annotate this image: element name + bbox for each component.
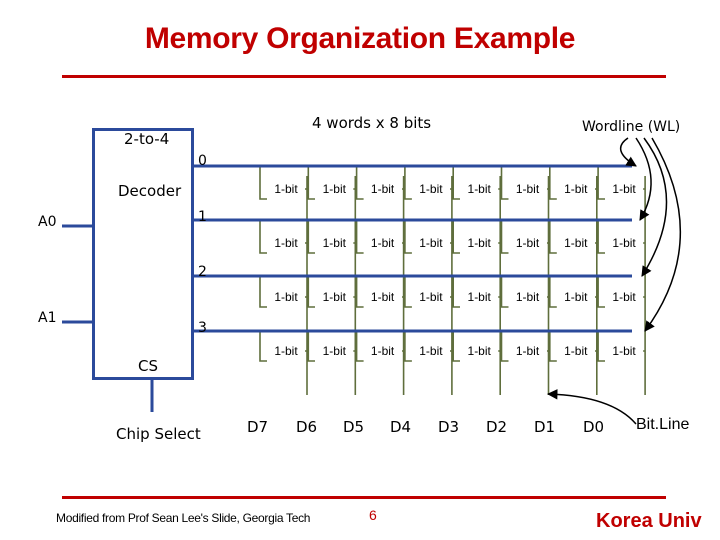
chip-select-input: CS <box>138 357 158 375</box>
title-underline <box>62 75 666 78</box>
cell-connector <box>549 331 597 362</box>
memory-cell: 1-bit <box>363 178 402 200</box>
cell-connector <box>549 166 597 200</box>
cell-connector <box>452 331 501 362</box>
cell-connector <box>307 276 356 308</box>
cell-connector <box>307 220 356 254</box>
decoder-block <box>92 128 194 380</box>
cell-connector <box>549 276 597 308</box>
memory-cell: 1-bit <box>411 286 450 308</box>
data-bit-d1: D1 <box>534 418 556 436</box>
memory-cell: 1-bit <box>460 286 499 308</box>
address-input-a1: A1 <box>38 310 57 326</box>
data-bit-d6: D6 <box>296 418 318 436</box>
cell-connector <box>500 276 549 308</box>
memory-cell: 1-bit <box>411 232 450 254</box>
data-bit-d0: D0 <box>583 418 605 436</box>
cell-connector <box>259 276 307 308</box>
memory-cell: 1-bit <box>315 340 354 362</box>
cell-connector <box>259 166 307 200</box>
wordline-arrow <box>619 137 637 167</box>
memory-cell: 1-bit <box>556 286 595 308</box>
array-size-label: 4 words x 8 bits <box>312 114 432 132</box>
memory-cell: 1-bit <box>556 340 595 362</box>
memory-cell: 1-bit <box>267 232 305 254</box>
cell-connector <box>355 166 404 200</box>
cell-connector <box>259 331 307 362</box>
cell-connector <box>404 166 452 200</box>
cell-connector <box>500 166 549 200</box>
memory-cell: 1-bit <box>508 286 547 308</box>
wordline-label: Wordline (WL) <box>582 119 681 135</box>
bitline-arrow <box>546 389 637 425</box>
memory-cell: 1-bit <box>556 178 595 200</box>
memory-cell: 1-bit <box>508 178 547 200</box>
memory-cell: 1-bit <box>363 286 402 308</box>
memory-cell: 1-bit <box>556 232 595 254</box>
memory-cell: 1-bit <box>267 340 305 362</box>
brand-logo-text: Korea Univ <box>596 510 702 532</box>
memory-cell: 1-bit <box>508 232 547 254</box>
memory-cell: 1-bit <box>508 340 547 362</box>
data-bit-d4: D4 <box>390 418 412 436</box>
cell-connector <box>355 276 404 308</box>
cell-connector <box>307 331 356 362</box>
cell-connector <box>355 331 404 362</box>
memory-cell: 1-bit <box>411 340 450 362</box>
memory-cell: 1-bit <box>267 286 305 308</box>
memory-cell: 1-bit <box>605 232 644 254</box>
data-bit-d7: D7 <box>247 418 269 436</box>
chip-select-label: Chip Select <box>116 425 201 443</box>
wordline-arrow <box>635 137 652 221</box>
cell-connector <box>549 220 597 254</box>
footer-rule <box>62 496 666 499</box>
page-number: 6 <box>369 507 377 523</box>
cell-connector <box>404 276 452 308</box>
cell-connector <box>452 220 501 254</box>
footer-credit: Modified from Prof Sean Lee's Slide, Geo… <box>56 511 311 525</box>
memory-cell: 1-bit <box>315 286 354 308</box>
cell-connector <box>452 276 501 308</box>
cell-connector <box>307 166 356 200</box>
memory-cell: 1-bit <box>460 232 499 254</box>
wordline-arrow <box>644 137 682 332</box>
memory-cell: 1-bit <box>363 232 402 254</box>
cell-connector <box>597 220 646 254</box>
memory-cell: 1-bit <box>267 178 305 200</box>
cell-connector <box>404 220 452 254</box>
address-input-a0: A0 <box>38 214 57 230</box>
cell-connector <box>259 220 307 254</box>
memory-cell: 1-bit <box>315 178 354 200</box>
bitline-label: Bit.Line <box>636 416 690 433</box>
cell-connector <box>452 166 501 200</box>
cell-connector <box>500 220 549 254</box>
data-bit-d5: D5 <box>343 418 365 436</box>
decoder-output-0: 0 <box>198 153 207 169</box>
memory-cell: 1-bit <box>363 340 402 362</box>
decoder-output-2: 2 <box>198 264 207 280</box>
wordline-arrow <box>641 137 668 277</box>
decoder-output-3: 3 <box>198 320 207 336</box>
decoder-output-1: 1 <box>198 209 207 225</box>
memory-cell: 1-bit <box>605 178 644 200</box>
cell-connector <box>500 331 549 362</box>
cell-connector <box>597 166 646 200</box>
memory-cell: 1-bit <box>411 178 450 200</box>
cell-connector <box>597 331 646 362</box>
decoder-name-label: Decoder <box>118 182 182 200</box>
memory-cell: 1-bit <box>460 340 499 362</box>
memory-cell: 1-bit <box>315 232 354 254</box>
cell-connector <box>404 331 452 362</box>
cell-connector <box>355 220 404 254</box>
data-bit-d2: D2 <box>486 418 508 436</box>
slide-title: Memory Organization Example <box>144 22 576 55</box>
memory-cell: 1-bit <box>605 286 644 308</box>
data-bit-d3: D3 <box>438 418 460 436</box>
memory-cell: 1-bit <box>460 178 499 200</box>
memory-cell: 1-bit <box>605 340 644 362</box>
cell-connector <box>597 276 646 308</box>
decoder-type-label: 2-to-4 <box>124 130 170 148</box>
